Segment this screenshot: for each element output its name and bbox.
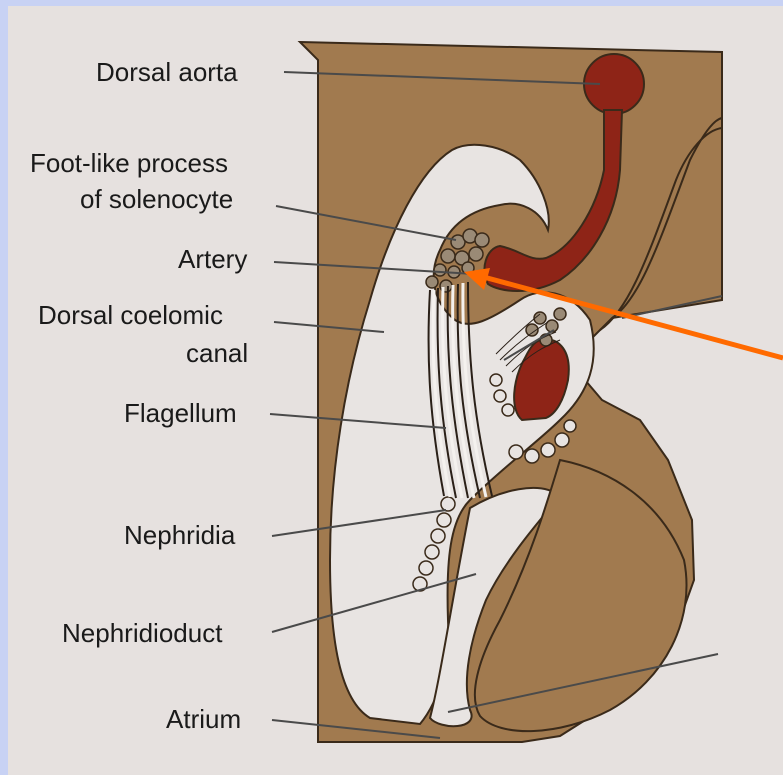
label-atrium: Atrium bbox=[166, 704, 241, 734]
label-flagellum: Flagellum bbox=[124, 398, 237, 428]
label-dorsal-coelomic: Dorsal coelomic bbox=[38, 300, 223, 330]
label-canal: canal bbox=[186, 338, 248, 368]
label-foot-like-process: Foot-like process bbox=[30, 148, 228, 178]
label-nephridioduct: Nephridioduct bbox=[62, 618, 222, 648]
label-artery: Artery bbox=[178, 244, 247, 274]
label-dorsal-aorta: Dorsal aorta bbox=[96, 57, 238, 87]
label-nephridia: Nephridia bbox=[124, 520, 235, 550]
label-of-solenocyte: of solenocyte bbox=[80, 184, 233, 214]
